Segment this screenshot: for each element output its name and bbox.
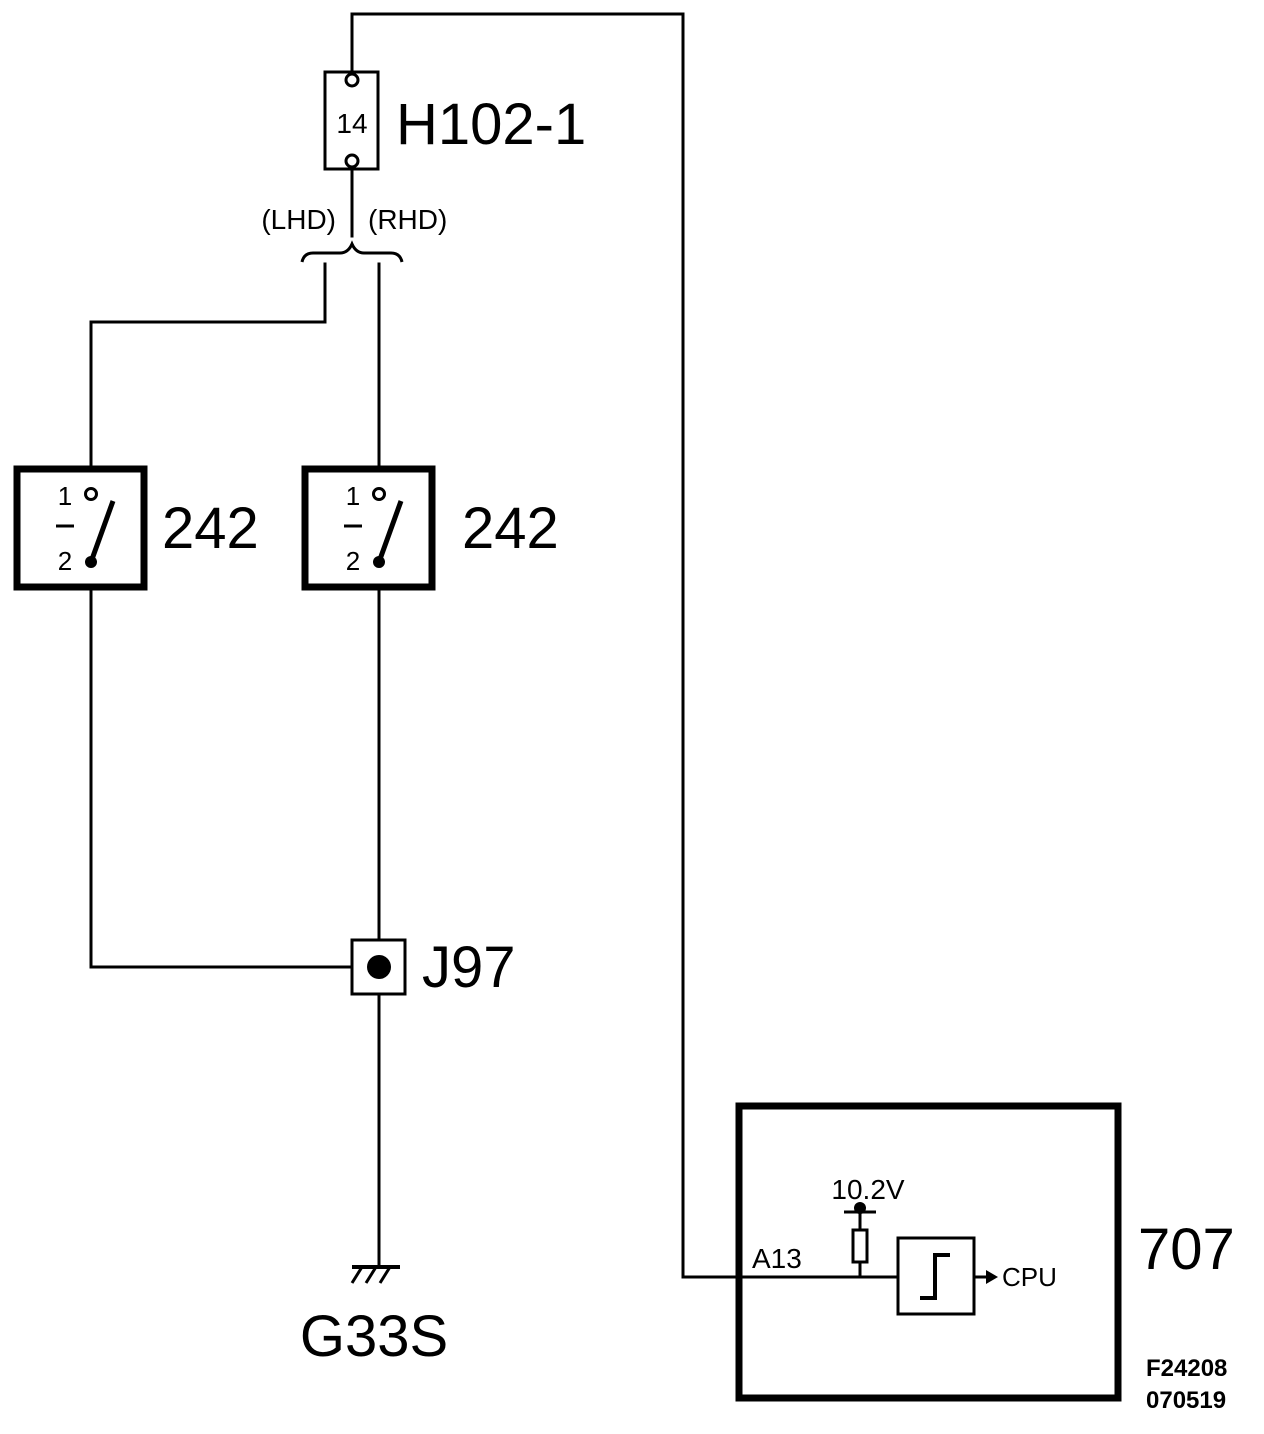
variant-brace — [300, 240, 404, 263]
ground-hatch-3 — [378, 1266, 392, 1284]
switch-left-pin-2: 2 — [58, 546, 72, 576]
splice-j97-label: J97 — [422, 935, 516, 1000]
connector-h102-pin: 14 — [336, 108, 367, 139]
switch-right-body — [301, 465, 436, 591]
cpu-label: CPU — [1002, 1262, 1057, 1292]
control-unit-body — [735, 1102, 1122, 1402]
control-unit-label: 707 — [1138, 1217, 1235, 1282]
switch-right-pin-1: 1 — [346, 481, 360, 511]
splice-j97-body — [350, 938, 407, 996]
splice-j97: J97 — [350, 935, 516, 1000]
ground-label: G33S — [300, 1304, 448, 1369]
ground-hatch-2 — [364, 1266, 378, 1284]
ground-g33s: G33S — [300, 1265, 448, 1369]
variant-label-rhd: (RHD) — [368, 204, 447, 235]
switch-right-blade — [376, 500, 404, 563]
switch-right-pin-2: 2 — [346, 546, 360, 576]
pullup-resistor — [851, 1228, 869, 1264]
pullup-voltage: 10.2V — [831, 1174, 904, 1205]
wire-lhd-branch — [89, 262, 327, 496]
connector-h102-terminal-bottom — [344, 153, 360, 169]
switch-left-pin-1: 1 — [58, 481, 72, 511]
figure-ref-code: F24208 — [1146, 1355, 1227, 1382]
connector-h102: 14 H102-1 — [323, 70, 586, 171]
wire-left-switch-to-j97 — [89, 585, 381, 969]
switch-left-terminal-1 — [84, 487, 98, 501]
switch-left-blade — [88, 500, 116, 563]
control-unit-707: A13 10.2V CPU 707 — [735, 1102, 1235, 1402]
ground-hatch-1 — [350, 1266, 364, 1284]
schmitt-trigger-symbol — [920, 1253, 950, 1300]
switch-left-label: 242 — [162, 496, 259, 561]
schmitt-trigger — [896, 1236, 976, 1316]
switch-right-terminal-1 — [372, 487, 386, 501]
splice-j97-node — [367, 955, 391, 979]
switch-right: 1 2 242 — [301, 465, 559, 591]
figure-ref-date: 070519 — [1146, 1387, 1226, 1414]
cpu-arrow-icon — [986, 1270, 998, 1284]
connector-h102-label: H102-1 — [396, 92, 586, 157]
variant-label-lhd: (LHD) — [261, 204, 336, 235]
switch-left: 1 2 242 — [13, 465, 259, 591]
connector-h102-terminal-top — [344, 72, 360, 88]
control-unit-pin-a13: A13 — [752, 1243, 802, 1274]
switch-left-body — [13, 465, 148, 591]
switch-right-label: 242 — [462, 496, 559, 561]
